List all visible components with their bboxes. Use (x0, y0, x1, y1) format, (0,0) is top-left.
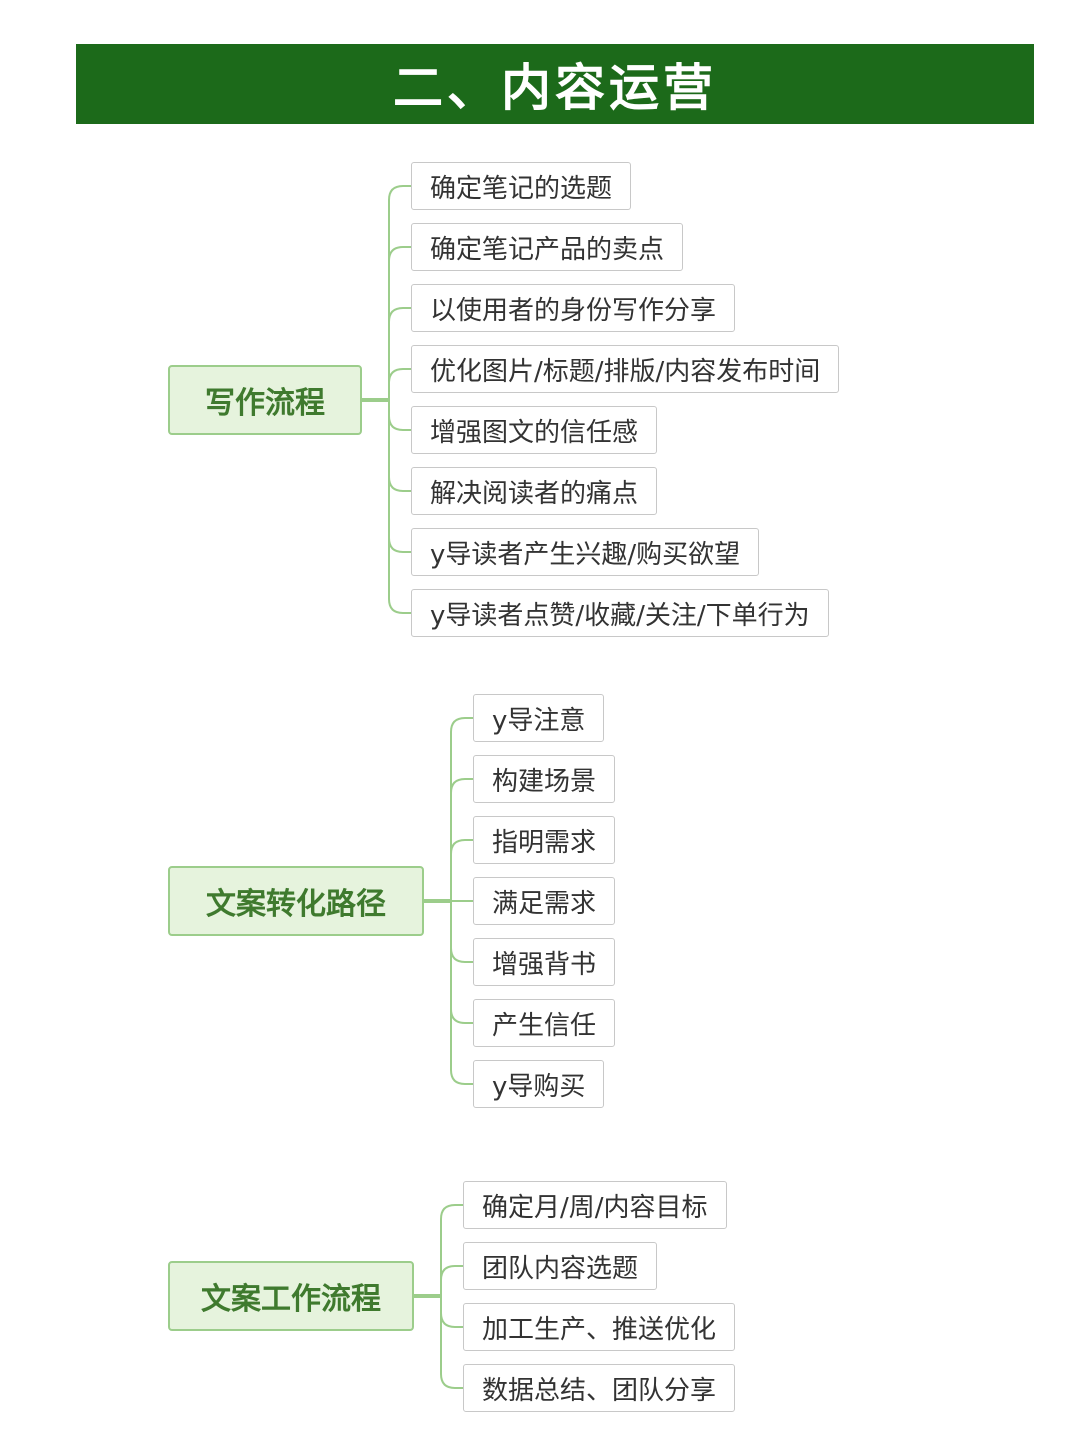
connector-branch-0-3 (388, 368, 411, 400)
connector-branch-0-6 (388, 400, 411, 553)
connector-branch-1-0 (450, 717, 473, 901)
group-root-workflow: 文案工作流程 (168, 1261, 414, 1331)
leaf-writing-8: y导读者点赞/收藏/关注/下单行为 (411, 589, 829, 637)
leaf-writing-2: 确定笔记产品的卖点 (411, 223, 684, 271)
connector-branch-2-2 (440, 1296, 463, 1328)
title-banner: 二、内容运营 (76, 44, 1034, 124)
leaf-conversion-2: 构建场景 (473, 755, 616, 803)
connector-branch-1-4 (450, 901, 473, 963)
leaf-conversion-6: 产生信任 (473, 999, 616, 1047)
leaf-conversion-4: 满足需求 (473, 877, 616, 925)
page-title: 二、内容运营 (393, 59, 717, 117)
leaf-writing-4: 优化图片/标题/排版/内容发布时间 (411, 345, 840, 393)
leaf-workflow-1: 确定月/周/内容目标 (463, 1181, 727, 1229)
leaf-writing-7: y导读者产生兴趣/购买欲望 (411, 528, 760, 576)
connector-branch-2-3 (440, 1296, 463, 1389)
leaf-conversion-3: 指明需求 (473, 816, 616, 864)
connector-branch-2-0 (440, 1204, 463, 1296)
group-root-conversion-path: 文案转化路径 (168, 866, 424, 936)
connector-branch-2-1 (440, 1265, 463, 1296)
connector-branch-0-4 (388, 400, 411, 431)
connector-branch-1-6 (450, 901, 473, 1085)
connector-branch-0-0 (388, 185, 411, 400)
connector-branch-1-1 (450, 778, 473, 901)
leaf-writing-1: 确定笔记的选题 (411, 162, 632, 210)
connector-branch-0-5 (388, 400, 411, 492)
leaf-workflow-2: 团队内容选题 (463, 1242, 658, 1290)
connector-branch-1-2 (450, 839, 473, 901)
leaf-conversion-5: 增强背书 (473, 938, 616, 986)
leaf-writing-6: 解决阅读者的痛点 (411, 467, 658, 515)
leaf-workflow-4: 数据总结、团队分享 (463, 1364, 736, 1412)
leaf-writing-5: 增强图文的信任感 (411, 406, 658, 454)
leaf-workflow-3: 加工生产、推送优化 (463, 1303, 736, 1351)
group-root-writing-process: 写作流程 (168, 365, 362, 435)
connector-branch-0-7 (388, 400, 411, 614)
connector-branch-0-2 (388, 307, 411, 400)
leaf-writing-3: 以使用者的身份写作分享 (411, 284, 736, 332)
leaf-conversion-7: y导购买 (473, 1060, 605, 1108)
leaf-conversion-1: y导注意 (473, 694, 605, 742)
connector-branch-0-1 (388, 246, 411, 400)
